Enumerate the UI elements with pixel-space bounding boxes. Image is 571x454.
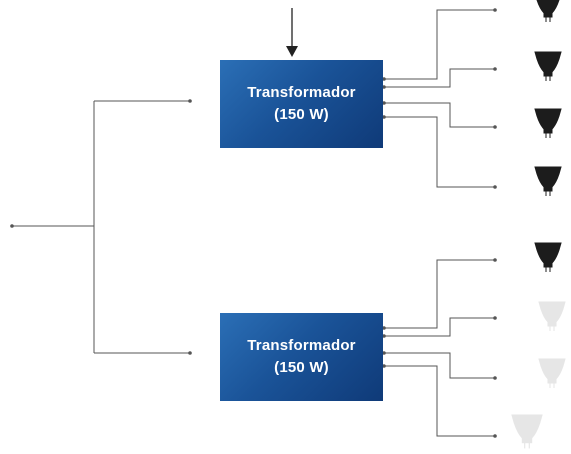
- transformer-1-output-dot: [382, 77, 386, 81]
- transformer-2-input-dot: [188, 351, 192, 355]
- lamp-icon-on: [534, 108, 562, 139]
- lamp-icon-off: [538, 301, 566, 332]
- output-1-2: [384, 68, 495, 88]
- transformer-1-power: (150 W): [274, 106, 329, 123]
- lamp-icon-on: [534, 0, 562, 23]
- output-1-3: [384, 102, 495, 128]
- output-2-1: [384, 259, 495, 329]
- transformer-2-output-dot: [382, 351, 386, 355]
- transformer-2-box: Transformador (150 W): [220, 313, 383, 401]
- lamp-icon-on: [534, 51, 562, 82]
- lamp-connection-dot: [493, 185, 497, 189]
- lamp-icon-off: [511, 414, 543, 449]
- transformer-2-output-dot: [382, 334, 386, 338]
- transformer-1-input-dot: [188, 99, 192, 103]
- lamp-icon-on: [534, 242, 562, 273]
- lamp-connection-dot: [493, 125, 497, 129]
- lamp-icon-off: [538, 358, 566, 389]
- output-1-1: [384, 9, 495, 80]
- transformer-2-power: (150 W): [274, 359, 329, 376]
- lamp-connection-dot: [493, 258, 497, 262]
- transformer-1-output-dot: [382, 101, 386, 105]
- output-2-2: [384, 317, 495, 337]
- lamp-connection-dot: [493, 434, 497, 438]
- transformer-1-output-dot: [382, 115, 386, 119]
- transformer-1-box: Transformador (150 W): [220, 60, 383, 148]
- lamp-connection-dot: [493, 316, 497, 320]
- lamp-connection-dot: [493, 67, 497, 71]
- lamp-connection-dot: [493, 8, 497, 12]
- lamp-connection-dot: [493, 376, 497, 380]
- transformer-1-title: Transformador: [247, 84, 356, 101]
- input-arrow-icon: [286, 8, 298, 57]
- feed-start-dot: [10, 224, 14, 228]
- transformer-2-title: Transformador: [247, 337, 356, 354]
- lamp-icon-on: [534, 166, 562, 197]
- transformer-2-output-dot: [382, 364, 386, 368]
- output-1-4: [384, 116, 495, 188]
- output-2-3: [384, 352, 495, 379]
- transformer-2-output-dot: [382, 326, 386, 330]
- transformer-1-output-dot: [382, 85, 386, 89]
- output-2-4: [384, 365, 495, 437]
